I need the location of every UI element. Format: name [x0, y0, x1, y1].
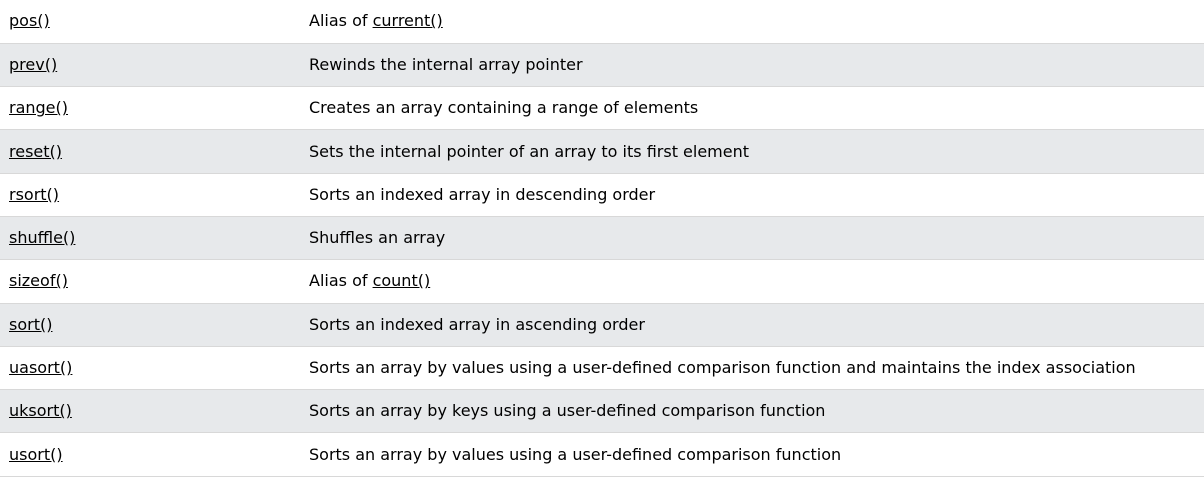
function-name-cell: range() [0, 87, 300, 130]
table-row: sizeof() Alias of count() [0, 260, 1204, 304]
function-description-cell: Alias of current() [300, 0, 1204, 43]
function-link-prev[interactable]: prev() [9, 54, 58, 74]
function-description: Sets the internal pointer of an array to… [309, 141, 750, 161]
function-name-cell: prev() [0, 43, 300, 86]
function-description-cell: Creates an array containing a range of e… [300, 87, 1204, 130]
function-link-uksort[interactable]: uksort() [9, 401, 72, 421]
table-row: sort() Sorts an indexed array in ascendi… [0, 303, 1204, 347]
function-link-sort[interactable]: sort() [9, 314, 53, 334]
function-description-cell: Sorts an array by values using a user-de… [300, 346, 1204, 389]
function-description-cell: Sorts an indexed array in descending ord… [300, 173, 1204, 216]
alias-link-current[interactable]: current() [372, 11, 443, 31]
function-description: Sorts an array by keys using a user-defi… [309, 401, 826, 421]
function-link-sizeof[interactable]: sizeof() [9, 271, 68, 291]
table-row: range() Creates an array containing a ra… [0, 87, 1204, 130]
function-name-cell: usort() [0, 433, 300, 476]
function-link-pos[interactable]: pos() [9, 11, 50, 31]
function-description-cell: Sorts an array by keys using a user-defi… [300, 390, 1204, 433]
function-description: Sorts an indexed array in descending ord… [309, 184, 656, 204]
function-description: Alias of [309, 11, 373, 31]
function-link-reset[interactable]: reset() [9, 141, 63, 161]
function-description: Alias of [309, 271, 373, 291]
function-description: Shuffles an array [309, 228, 446, 248]
table-row: reset() Sets the internal pointer of an … [0, 129, 1204, 174]
function-description-cell: Rewinds the internal array pointer [300, 43, 1204, 86]
function-name-cell: uksort() [0, 390, 300, 433]
function-name-cell: sizeof() [0, 260, 300, 303]
function-description: Rewinds the internal array pointer [309, 54, 583, 74]
function-description: Sorts an array by values using a user-de… [309, 358, 1136, 378]
function-link-shuffle[interactable]: shuffle() [9, 228, 76, 248]
table-row: usort() Sorts an array by values using a… [0, 433, 1204, 477]
function-name-cell: sort() [0, 303, 300, 346]
function-description-cell: Sorts an indexed array in ascending orde… [300, 303, 1204, 346]
function-link-range[interactable]: range() [9, 98, 69, 118]
function-name-cell: rsort() [0, 173, 300, 216]
function-name-cell: reset() [0, 130, 300, 173]
function-link-rsort[interactable]: rsort() [9, 184, 60, 204]
function-link-usort[interactable]: usort() [9, 444, 63, 464]
function-description-cell: Sets the internal pointer of an array to… [300, 130, 1204, 173]
table-row: prev() Rewinds the internal array pointe… [0, 43, 1204, 87]
function-description: Sorts an indexed array in ascending orde… [309, 314, 645, 334]
function-description-cell: Shuffles an array [300, 216, 1204, 259]
function-description-cell: Alias of count() [300, 260, 1204, 303]
function-description: Creates an array containing a range of e… [309, 98, 699, 118]
function-name-cell: uasort() [0, 346, 300, 389]
function-description: Sorts an array by values using a user-de… [309, 444, 842, 464]
table-row: uksort() Sorts an array by keys using a … [0, 389, 1204, 433]
table-row: pos() Alias of current() [0, 0, 1204, 44]
table-row: shuffle() Shuffles an array [0, 216, 1204, 260]
function-name-cell: shuffle() [0, 216, 300, 259]
function-link-uasort[interactable]: uasort() [9, 358, 73, 378]
table-row: rsort() Sorts an indexed array in descen… [0, 173, 1204, 217]
table-row: uasort() Sorts an array by values using … [0, 346, 1204, 390]
function-description-cell: Sorts an array by values using a user-de… [300, 433, 1204, 476]
alias-link-count[interactable]: count() [372, 271, 431, 291]
function-name-cell: pos() [0, 0, 300, 43]
